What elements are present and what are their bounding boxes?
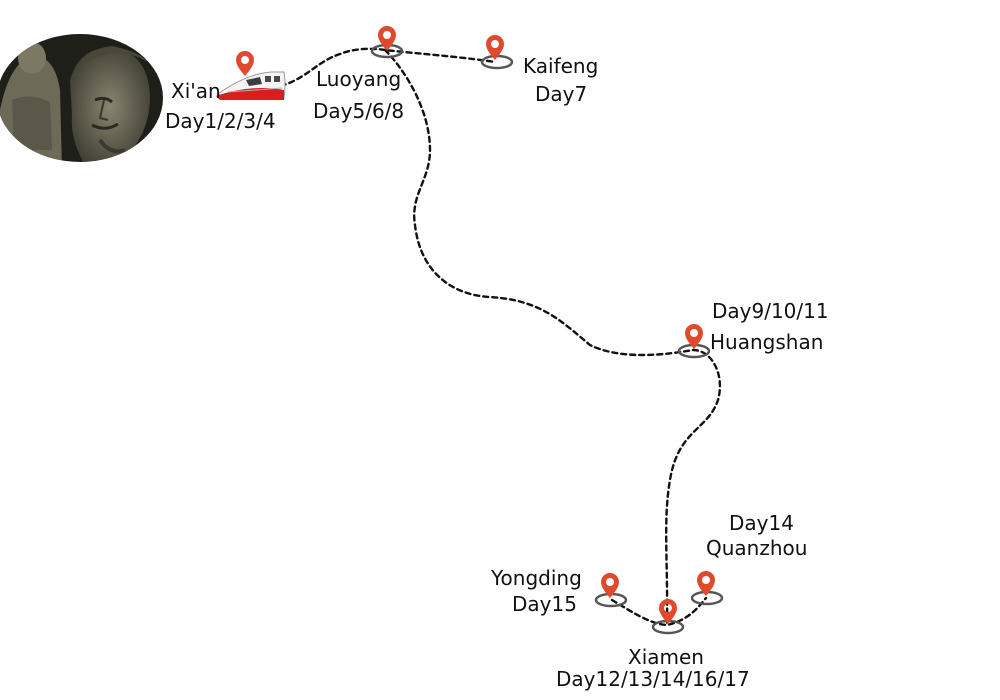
luoyang-days-label: Day5/6/8	[313, 99, 404, 123]
kaifeng-days-label: Day7	[535, 82, 587, 106]
map-pin-icon	[685, 324, 703, 349]
quanzhou-name-label: Quanzhou	[706, 536, 807, 560]
location-ring-icon	[480, 54, 514, 70]
xian-days-label: Day1/2/3/4	[165, 109, 276, 133]
map-pin-icon	[697, 571, 715, 596]
xiamen-days-label: Day12/13/14/16/17	[556, 667, 750, 691]
map-pins	[236, 26, 715, 624]
terracotta-warriors-photo	[0, 34, 163, 162]
city-labels: Xi'an Day1/2/3/4 Luoyang Day5/6/8 Kaifen…	[165, 54, 829, 691]
location-rings	[370, 43, 724, 635]
map-pin-icon	[378, 26, 396, 51]
luoyang-name-label: Luoyang	[316, 67, 401, 91]
map-pin-icon	[486, 35, 504, 60]
huangshan-days-label: Day9/10/11	[712, 299, 829, 323]
kaifeng-name-label: Kaifeng	[523, 54, 598, 78]
xian-name-label: Xi'an	[171, 79, 221, 103]
yongding-days-label: Day15	[512, 592, 577, 616]
map-pin-icon	[659, 599, 677, 624]
yongding-name-label: Yongding	[490, 566, 582, 590]
map-pin-icon	[601, 573, 619, 598]
quanzhou-days-label: Day14	[729, 511, 794, 535]
map-pin-icon	[236, 51, 254, 76]
travel-route-line	[270, 47, 722, 627]
huangshan-name-label: Huangshan	[710, 330, 823, 354]
xiamen-name-label: Xiamen	[628, 645, 704, 669]
high-speed-train-icon	[216, 71, 286, 100]
